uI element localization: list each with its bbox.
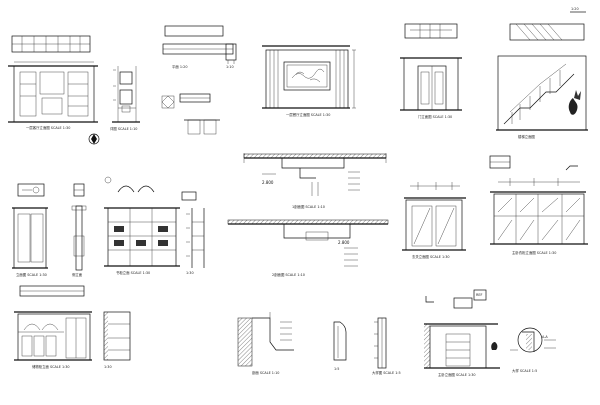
svg-text:1:10: 1:10 [226, 65, 234, 69]
drawing-title: 书柜立面 SCALE 1:30 [116, 270, 150, 275]
dining-room-elevation: 一层餐厅立面图 SCALE 1:30 [262, 45, 356, 117]
drawing-title: 主卧立面图 SCALE 1:30 [438, 372, 476, 377]
drawing-title: 大样 SCALE 1:5 [512, 368, 537, 373]
enlarged-detail: A-A 大样 SCALE 1:5 [510, 327, 556, 373]
drawing-title: 一层餐厅立面图 SCALE 1:30 [286, 112, 330, 117]
drawing-title: 大样图 SCALE 1:5 [372, 370, 401, 375]
dimension-label: 2.800 [262, 180, 274, 185]
section-1: 2.800 1剖面图 SCALE 1:10 [243, 153, 387, 209]
cabinet-elevation-small: 立面图 SCALE 1:30 [12, 183, 48, 277]
wall-section-detail: 剖面 SCALE 1:10 [237, 312, 294, 375]
reference-tag: REF [476, 293, 482, 297]
drawing-title: 楼梯立面图 [518, 134, 536, 139]
svg-text:平面 1:20: 平面 1:20 [172, 64, 187, 69]
drawing-title: 一层客厅立面图 SCALE 1:30 [26, 125, 70, 130]
svg-text:A-A: A-A [542, 335, 548, 339]
column-detail: 大样图 SCALE 1:5 [372, 317, 401, 375]
drawing-title: 玄关立面图 SCALE 1:30 [412, 254, 450, 259]
bedroom-elevation: REF 主卧立面图 SCALE 1:30 [424, 289, 500, 377]
side-section-thin: 1:30 [181, 191, 205, 275]
compass-symbol [88, 133, 100, 145]
wardrobe-elevation: 主卧衣柜立面图 SCALE 1:30 [489, 155, 588, 255]
side-elevation-small: 侧立面 [71, 183, 87, 277]
drawing-title: 1剖面图 SCALE 1:10 [292, 204, 325, 209]
drawing-title: 剖面 SCALE 1:10 [252, 370, 279, 375]
moulding-profile: 1:5 [333, 321, 347, 371]
drawing-title: 详图 SCALE 1:10 [110, 126, 137, 131]
stair-elevation: 1:20 楼梯立面图 [496, 7, 588, 139]
drawing-title: 门立面图 SCALE 1:30 [418, 114, 452, 119]
drawing-title: 2剖面图 SCALE 1:10 [272, 272, 305, 277]
drawing-title: 储物柜立面 SCALE 1:30 [32, 364, 70, 369]
detail-column: 详图 SCALE 1:10 [110, 66, 140, 131]
svg-text:1:30: 1:30 [186, 271, 194, 275]
cabinet-section: 1:30 [103, 311, 131, 369]
cabinet-detail-top: 平面 1:20 1:10 [161, 25, 237, 135]
dimension-label: 2.800 [338, 240, 350, 245]
svg-text:1:20: 1:20 [571, 7, 579, 11]
door-elevation: 门立面图 SCALE 1:30 [400, 23, 462, 119]
drawing-title: 立面图 SCALE 1:30 [16, 272, 47, 277]
drawing-title: 主卧衣柜立面图 SCALE 1:30 [512, 250, 556, 255]
svg-text:1:5: 1:5 [334, 367, 339, 371]
svg-text:1:30: 1:30 [104, 365, 112, 369]
bookcase-elevation: 书柜立面 SCALE 1:30 [104, 176, 180, 275]
section-2: 2.800 2剖面图 SCALE 1:10 [227, 219, 389, 277]
storage-cabinet-elevation: 储物柜立面 SCALE 1:30 [14, 285, 92, 369]
living-room-elevation: 一层客厅立面图 SCALE 1:30 [8, 35, 98, 130]
entrance-elevation: 玄关立面图 SCALE 1:30 [402, 182, 466, 259]
drawing-title: 侧立面 [72, 272, 83, 277]
